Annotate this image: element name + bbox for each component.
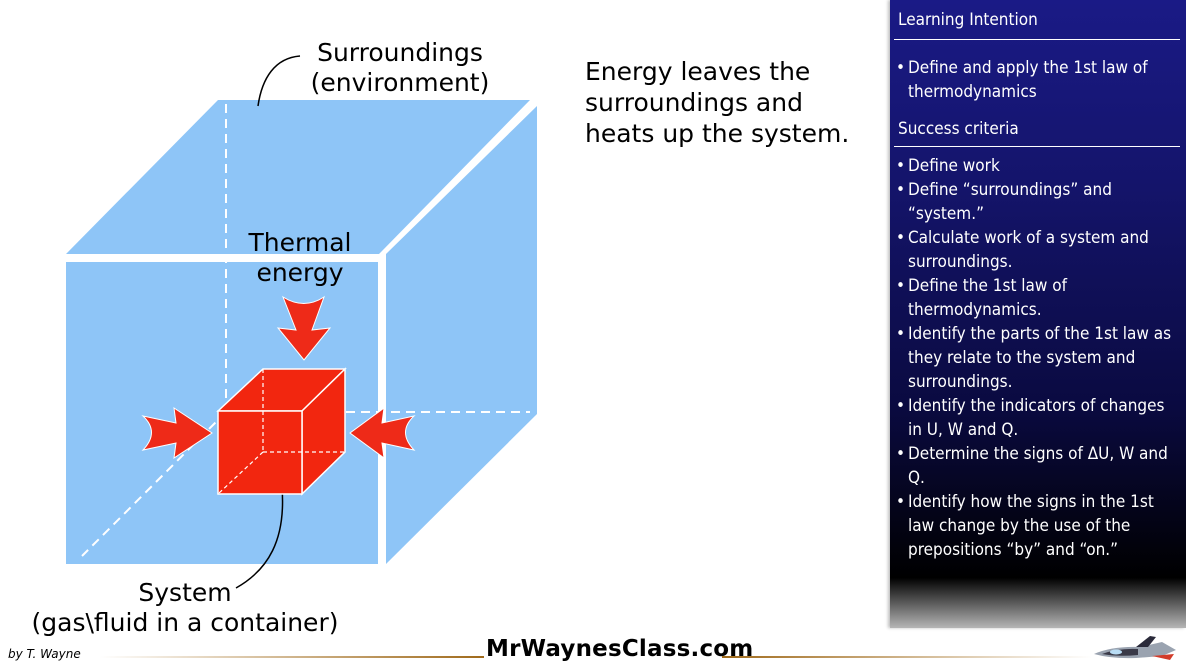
author-credit: by T. Wayne [8, 647, 81, 661]
success-criteria-item: •Identify the indicators of changes in U… [896, 394, 1182, 442]
thermal-energy-label: Thermal energy [248, 228, 352, 287]
success-criteria-list: •Define work•Define “surroundings” and “… [896, 154, 1182, 562]
bullet-icon: • [896, 444, 906, 464]
site-name: MrWaynesClass.com [486, 636, 754, 662]
success-criteria-item-text: Define the 1st law of thermodynamics. [908, 276, 1068, 320]
objectives-panel: Learning Intention •Define and apply the… [890, 0, 1186, 628]
success-criteria-item: •Define “surroundings” and “system.” [896, 178, 1182, 226]
bullet-icon: • [896, 396, 906, 416]
learning-intention-list: •Define and apply the 1st law of thermod… [896, 56, 1182, 104]
rocket-plane-icon [1094, 636, 1176, 660]
bullet-icon: • [896, 156, 906, 176]
bullet-icon: • [896, 324, 906, 344]
system-leader-line [235, 487, 284, 589]
system-cube-front [217, 410, 303, 495]
arrow-down-icon [276, 295, 332, 361]
bullet-icon: • [896, 276, 906, 296]
learning-intention-item: •Define and apply the 1st law of thermod… [896, 56, 1182, 104]
bullet-icon: • [896, 492, 906, 512]
success-criteria-item-text: Determine the signs of ΔU, W and Q. [908, 444, 1168, 488]
success-criteria-item: •Determine the signs of ΔU, W and Q. [896, 442, 1182, 490]
bullet-icon: • [896, 58, 906, 78]
learning-intention-heading: Learning Intention [898, 10, 1038, 30]
surroundings-cube-side [386, 106, 537, 564]
success-criteria-heading: Success criteria [898, 119, 1019, 139]
system-label: System (gas\fluid in a container) [31, 578, 339, 637]
arrow-left-icon [349, 406, 416, 460]
success-criteria-item: •Identify how the signs in the 1st law c… [896, 490, 1182, 562]
bullet-icon: • [896, 180, 906, 200]
success-criteria-item: •Identify the parts of the 1st law as th… [896, 322, 1182, 394]
success-criteria-item-text: Identify the parts of the 1st law as the… [908, 324, 1172, 392]
learning-intention-item-text: Define and apply the 1st law of thermody… [908, 58, 1148, 102]
success-criteria-item-text: Define work [908, 156, 1000, 176]
surroundings-label: Surroundings (environment) [310, 38, 490, 97]
success-criteria-item-text: Identify the indicators of changes in U,… [908, 396, 1165, 440]
success-criteria-item: •Define work [896, 154, 1182, 178]
surroundings-cube-top [66, 100, 530, 254]
energy-flow-caption: Energy leaves the surroundings and heats… [585, 57, 850, 148]
arrow-right-icon [141, 406, 213, 460]
surroundings-system-diagram [66, 55, 537, 589]
success-criteria-item: •Define the 1st law of thermodynamics. [896, 274, 1182, 322]
bullet-icon: • [896, 228, 906, 248]
divider [894, 39, 1180, 40]
footer-rule-left [100, 656, 484, 658]
divider [894, 146, 1180, 147]
success-criteria-item-text: Calculate work of a system and surroundi… [908, 228, 1149, 272]
success-criteria-item-text: Identify how the signs in the 1st law ch… [908, 492, 1154, 560]
system-cube [216, 367, 347, 496]
success-criteria-item-text: Define “surroundings” and “system.” [908, 180, 1112, 224]
surroundings-leader-line [257, 55, 301, 107]
success-criteria-item: •Calculate work of a system and surround… [896, 226, 1182, 274]
footer-rule-right [722, 656, 1092, 658]
